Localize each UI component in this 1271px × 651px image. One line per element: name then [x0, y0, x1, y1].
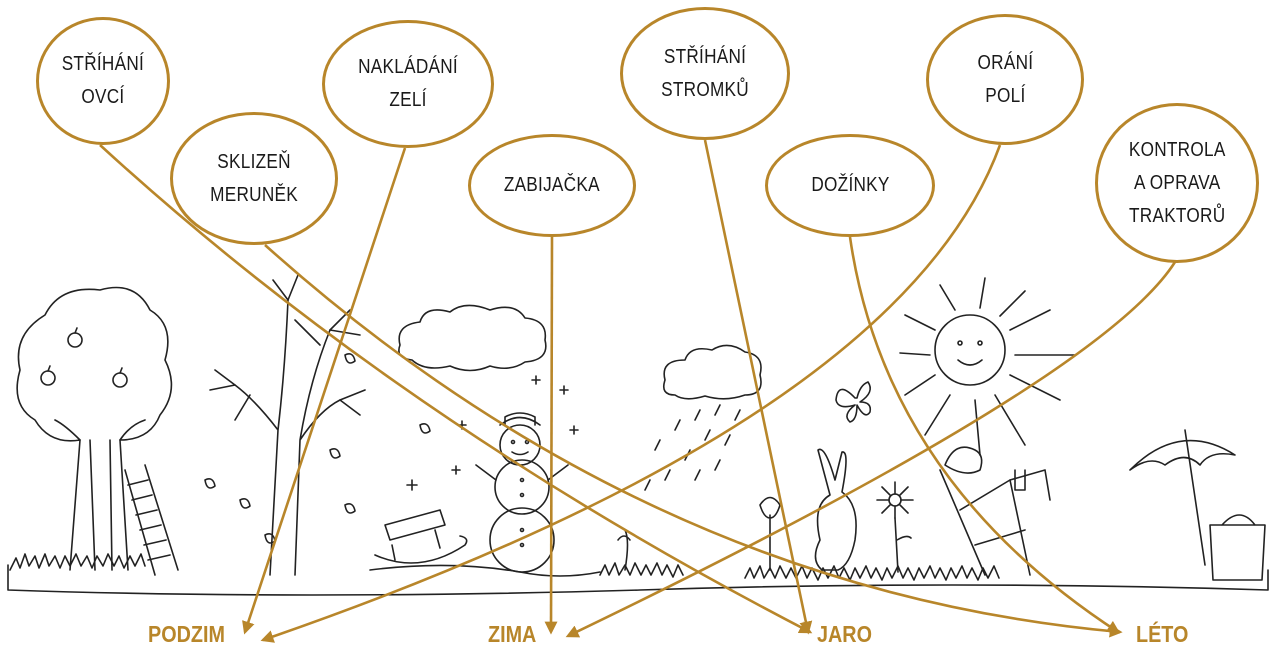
bubble-label: SKLIZEŇ MERUNĚK	[210, 150, 298, 206]
bubble-label: STŘÍHÁNÍ OVCÍ	[61, 53, 145, 108]
bubble-label: ZABIJAČKA	[504, 174, 600, 196]
arrow-nakladani-zeli	[242, 147, 407, 635]
bubble-label: DOŽÍNKY	[810, 174, 890, 196]
bubble-sklizen-merunek: SKLIZEŇ MERUNĚK	[170, 112, 338, 245]
arrow-strihani-stromku	[703, 139, 813, 635]
rain-cloud	[644, 344, 762, 491]
season-label-jaro: JARO	[817, 621, 872, 647]
arrow-strihani-ovci	[99, 144, 813, 634]
bubble-label: STŘÍHÁNÍ STROMKŮ	[661, 45, 749, 101]
sun	[899, 277, 1076, 456]
bubble-dozinky: DOŽÍNKY	[765, 134, 935, 237]
arrow-dozinky	[848, 236, 1121, 634]
bubble-orani-poli: ORÁNÍ POLÍ	[926, 14, 1084, 145]
bubble-label: KONTROLA A OPRAVA TRAKTORŮ	[1128, 138, 1226, 227]
flowers-spring	[617, 496, 781, 571]
bubble-label: NAKLÁDÁNÍ ZELÍ	[358, 56, 458, 111]
arrow-sklizen-merunek	[264, 244, 1123, 638]
season-label-podzim: PODZIM	[148, 621, 225, 647]
bubble-label: ORÁNÍ POLÍ	[977, 51, 1033, 107]
arrow-zabijacka	[544, 236, 558, 635]
beach-umbrella	[1129, 429, 1266, 581]
cloud	[398, 304, 547, 372]
bubble-nakladani-zeli: NAKLÁDÁNÍ ZELÍ	[322, 20, 494, 148]
bubble-strihani-stromku: STŘÍHÁNÍ STROMKŮ	[620, 7, 790, 140]
sled	[374, 509, 468, 564]
bubble-strihani-ovci: STŘÍHÁNÍ OVCÍ	[36, 17, 170, 145]
arrow-kontrola-traktoru	[565, 261, 1177, 638]
season-label-zima: ZIMA	[488, 621, 537, 647]
rabbit	[814, 448, 857, 571]
season-label-leto: LÉTO	[1136, 621, 1189, 647]
arrow-orani-poli	[260, 144, 1002, 643]
apple-tree	[16, 286, 179, 576]
butterfly	[835, 381, 872, 423]
bubble-zabijacka: ZABIJAČKA	[468, 134, 636, 237]
daisy	[876, 481, 914, 573]
bubble-kontrola-traktoru: KONTROLA A OPRAVA TRAKTORŮ	[1095, 103, 1259, 263]
